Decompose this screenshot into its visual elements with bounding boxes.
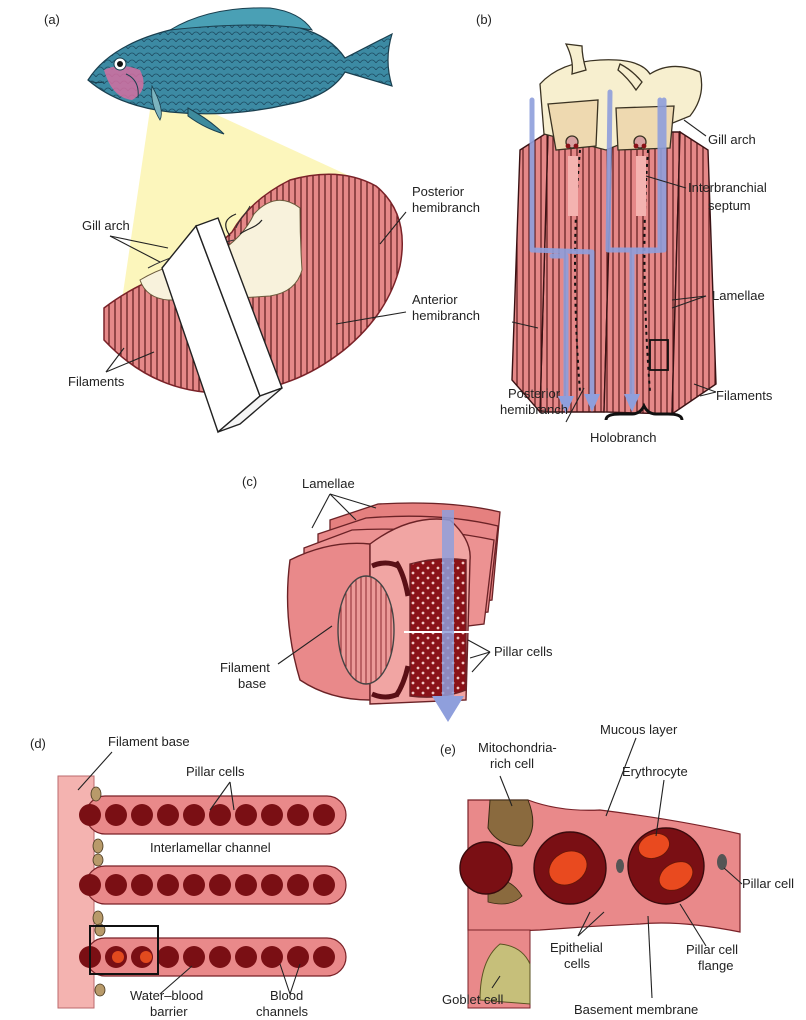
label-goblet: Goblet cell bbox=[442, 992, 504, 1007]
panel-e: (e) bbox=[440, 722, 794, 1017]
label-posterior-a-1: Posterior bbox=[412, 184, 465, 199]
label-pillar-cell: Pillar cell bbox=[742, 876, 794, 891]
label-interbranchial-1: Interbranchial bbox=[688, 180, 767, 195]
label-barrier-2: barrier bbox=[150, 1004, 188, 1019]
label-posterior-a-2: hemibranch bbox=[412, 200, 480, 215]
label-flange-1: Pillar cell bbox=[686, 942, 738, 957]
holobranch-filaments bbox=[512, 132, 716, 414]
label-gill-arch-b: Gill arch bbox=[708, 132, 756, 147]
label-posterior-b-2: hemibranch bbox=[500, 402, 568, 417]
label-anterior-a-1: Anterior bbox=[412, 292, 458, 307]
panel-c-letter: (c) bbox=[242, 474, 257, 489]
label-blood-2: channels bbox=[256, 1004, 309, 1019]
label-pillar-cells-d: Pillar cells bbox=[186, 764, 245, 779]
label-basement: Basement membrane bbox=[574, 1002, 698, 1017]
panel-d-letter: (d) bbox=[30, 736, 46, 751]
label-epi-2: cells bbox=[564, 956, 591, 971]
label-flange-2: flange bbox=[698, 958, 733, 973]
label-barrier-1: Water–blood bbox=[130, 988, 203, 1003]
label-anterior-a-2: hemibranch bbox=[412, 308, 480, 323]
label-lamellae-b: Lamellae bbox=[712, 288, 765, 303]
panel-b: (b) bbox=[476, 12, 773, 445]
label-posterior-b-1: Posterior bbox=[508, 386, 561, 401]
label-mito-2: rich cell bbox=[490, 756, 534, 771]
label-mucous: Mucous layer bbox=[600, 722, 678, 737]
panel-d: (d) bbox=[30, 734, 346, 1019]
label-pillar-cells-c: Pillar cells bbox=[494, 644, 553, 659]
label-epi-1: Epithelial bbox=[550, 940, 603, 955]
label-holobranch: Holobranch bbox=[590, 430, 657, 445]
label-erythrocyte: Erythrocyte bbox=[622, 764, 688, 779]
panel-a-letter: (a) bbox=[44, 12, 60, 27]
label-filaments-b: Filaments bbox=[716, 388, 773, 403]
label-interbranchial-2: septum bbox=[708, 198, 751, 213]
label-gill-arch-a: Gill arch bbox=[82, 218, 130, 233]
lamella-row-2 bbox=[79, 866, 346, 904]
lamella-row-1 bbox=[79, 796, 346, 834]
label-filament-base-2: base bbox=[238, 676, 266, 691]
lamella-row-3 bbox=[79, 938, 346, 976]
panel-e-letter: (e) bbox=[440, 742, 456, 757]
label-blood-1: Blood bbox=[270, 988, 303, 1003]
label-filament-base-d: Filament base bbox=[108, 734, 190, 749]
fish-illustration bbox=[88, 8, 392, 134]
panel-a: (a) bbox=[44, 8, 480, 432]
label-mito-1: Mitochondria- bbox=[478, 740, 557, 755]
label-interlamellar: Interlamellar channel bbox=[150, 840, 271, 855]
panel-c: (c) bbox=[220, 474, 553, 722]
label-filament-base-1: Filament bbox=[220, 660, 270, 675]
label-lamellae-c: Lamellae bbox=[302, 476, 355, 491]
panel-b-letter: (b) bbox=[476, 12, 492, 27]
label-filaments-a: Filaments bbox=[68, 374, 125, 389]
